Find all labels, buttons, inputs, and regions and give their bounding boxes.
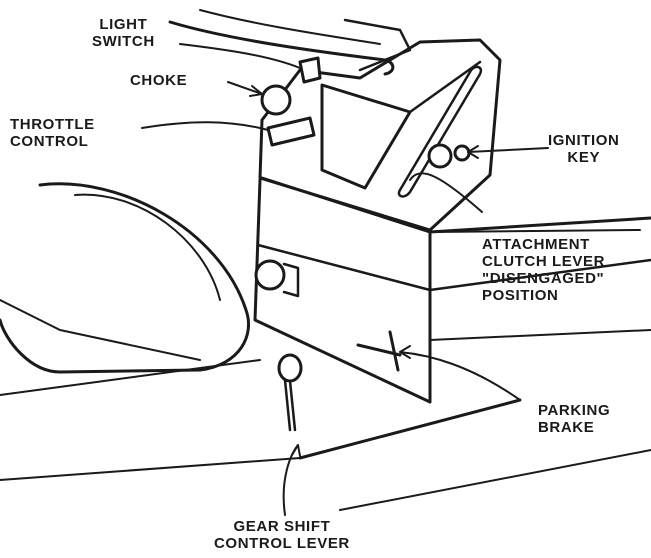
label-gear-shift-control-lever: GEAR SHIFT CONTROL LEVER <box>214 518 350 552</box>
ignition-key-knob <box>427 143 453 169</box>
steering-wheel <box>168 20 395 76</box>
label-ignition-key: IGNITION KEY <box>548 132 619 166</box>
seat-outline <box>0 182 251 374</box>
floor-line-2 <box>339 449 651 511</box>
clutch-line-2: CLUTCH LEVER <box>482 253 606 270</box>
floor-line-3 <box>0 457 301 481</box>
clutch-line-3: "DISENGAGED" <box>482 270 605 287</box>
throttle-line-2: CONTROL <box>10 133 89 150</box>
gear-shift-knob <box>277 353 303 383</box>
choke-line-1: CHOKE <box>130 72 188 89</box>
floor-line-4 <box>0 359 261 396</box>
clutch-lever-knob <box>254 259 286 291</box>
label-attachment-clutch-lever: ATTACHMENT CLUTCH LEVER "DISENGAGED" POS… <box>482 236 605 304</box>
body-stripe <box>256 243 651 292</box>
clutch-lever-bracket <box>282 262 300 298</box>
leader-ignition <box>467 147 549 153</box>
leader-throttle <box>141 121 269 131</box>
steering-wheel-inner <box>199 9 381 45</box>
console-front-panel <box>320 83 412 190</box>
arrowhead-parking <box>399 345 411 359</box>
clutch-line-1: ATTACHMENT <box>482 236 590 253</box>
gear-line-1: GEAR SHIFT <box>233 518 331 535</box>
leader-choke <box>227 81 263 95</box>
light-switch-line-1: LIGHT <box>99 16 148 33</box>
parking-brake-lever <box>356 330 402 372</box>
parking-line-2: BRAKE <box>538 419 595 436</box>
clutch-line-4: POSITION <box>482 287 559 304</box>
console-top-edge <box>408 60 482 114</box>
light-switch-shape <box>298 56 322 84</box>
leader-parking-brake <box>399 351 521 401</box>
label-light-switch: LIGHT SWITCH <box>92 16 155 50</box>
floor-line-1 <box>298 398 522 460</box>
label-parking-brake: PARKING BRAKE <box>538 402 610 436</box>
throttle-line-1: THROTTLE <box>10 116 95 133</box>
light-switch-line-2: SWITCH <box>92 33 155 50</box>
label-choke: CHOKE <box>130 72 187 89</box>
arrowhead-gear <box>291 444 301 457</box>
leader-clutch <box>409 172 483 213</box>
seat-inner <box>74 193 221 301</box>
leader-light-switch <box>179 43 301 69</box>
console-outline <box>258 38 502 232</box>
gear-line-2: CONTROL LEVER <box>214 535 350 552</box>
ignition-key-ring <box>453 144 471 162</box>
parking-line-1: PARKING <box>538 402 611 419</box>
steering-column <box>343 18 412 72</box>
gear-shift-stalk <box>283 378 297 432</box>
leader-gear-shift <box>282 444 299 516</box>
seat-cushion-edge <box>0 299 201 361</box>
arrowhead-ignition <box>467 145 479 159</box>
ignition-line-1: IGNITION <box>548 132 620 149</box>
choke-knob <box>260 84 292 116</box>
label-throttle-control: THROTTLE CONTROL <box>10 116 95 150</box>
arrowhead-choke <box>249 85 263 97</box>
ignition-line-2: KEY <box>567 149 601 166</box>
throttle-lever <box>266 116 316 147</box>
side-body-lower <box>429 229 651 341</box>
ignition-slot <box>397 65 483 198</box>
